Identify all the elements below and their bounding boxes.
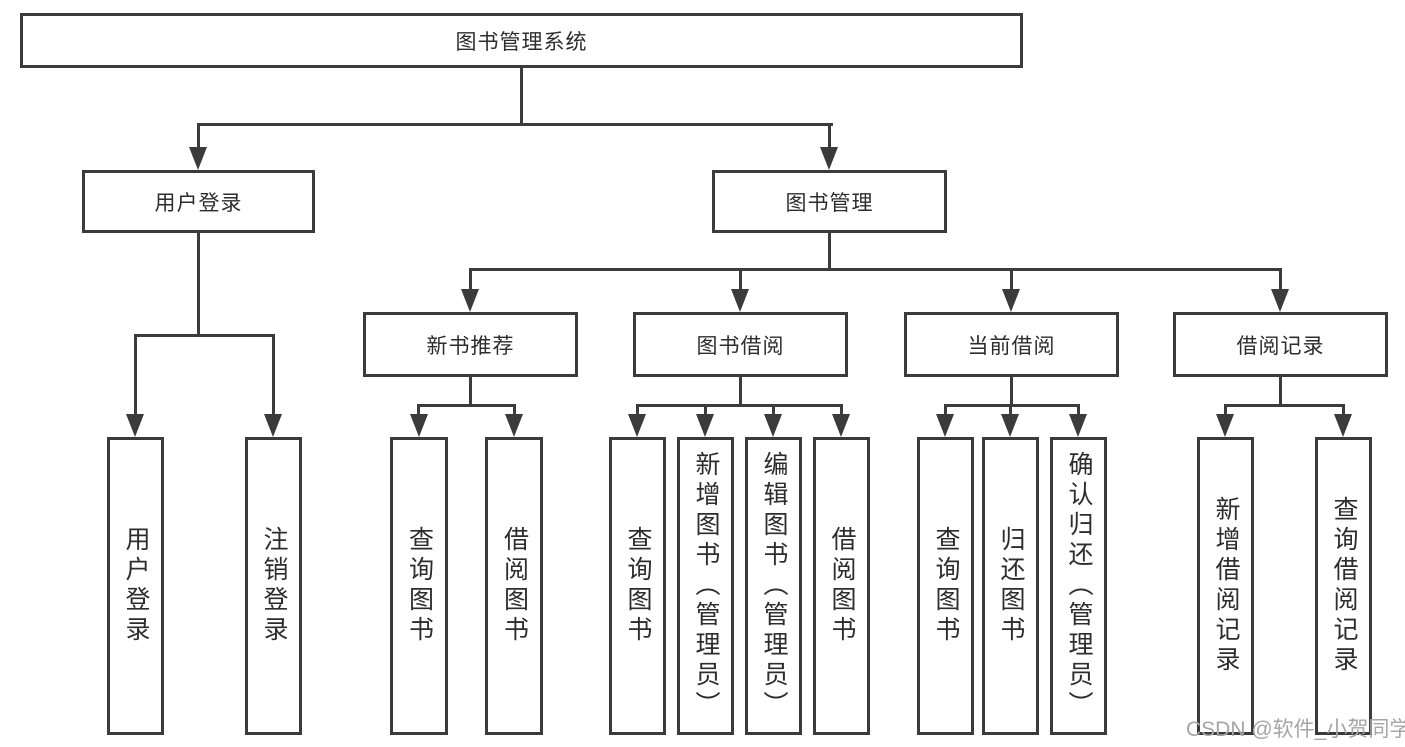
connector-line xyxy=(417,404,516,407)
leaf-borrow-books-recommend: 借阅图书 xyxy=(485,437,543,735)
arrow-down-icon xyxy=(1271,289,1289,312)
connector-line xyxy=(520,68,523,125)
node-user-login: 用户登录 xyxy=(82,170,315,233)
connector-line xyxy=(469,377,472,407)
leaf-query-borrow-record: 查询借阅记录 xyxy=(1315,437,1372,735)
connector-line xyxy=(1010,377,1013,407)
connector-line xyxy=(1224,404,1227,418)
leaf-return-book: 归还图书 xyxy=(982,437,1039,735)
leaf-borrow-books-borrowing: 借阅图书 xyxy=(813,437,870,735)
arrow-down-icon xyxy=(820,147,838,170)
connector-line xyxy=(636,404,843,407)
leaf-add-book-admin: 新增图书（管理员） xyxy=(677,437,734,735)
node-current-borrowing: 当前借阅 xyxy=(904,312,1119,377)
leaf-user-login: 用户登录 xyxy=(107,437,164,735)
connector-line xyxy=(134,334,275,337)
connector-line xyxy=(1342,404,1345,418)
connector-line xyxy=(197,123,200,150)
connector-line xyxy=(469,268,472,291)
connector-line xyxy=(840,404,843,418)
connector-line xyxy=(704,404,707,418)
connector-line xyxy=(636,404,639,418)
leaf-query-books-borrowing: 查询图书 xyxy=(609,437,666,735)
arrow-down-icon xyxy=(832,414,850,437)
leaf-query-books-current: 查询图书 xyxy=(917,437,974,735)
node-book-borrowing: 图书借阅 xyxy=(633,312,848,377)
leaf-add-borrow-record: 新增借阅记录 xyxy=(1197,437,1254,735)
arrow-down-icon xyxy=(461,289,479,312)
arrow-down-icon xyxy=(1069,414,1087,437)
arrow-down-icon xyxy=(1216,414,1234,437)
connector-line xyxy=(513,404,516,418)
connector-line xyxy=(469,268,1282,271)
leaf-edit-book-admin: 编辑图书（管理员） xyxy=(745,437,802,735)
connector-line xyxy=(944,404,947,418)
connector-line xyxy=(1009,404,1012,418)
connector-line xyxy=(1010,268,1013,291)
leaf-query-books-recommend: 查询图书 xyxy=(390,437,448,735)
connector-line xyxy=(1224,404,1345,407)
node-new-book-recommendation: 新书推荐 xyxy=(363,312,578,377)
connector-line xyxy=(828,123,831,150)
node-root: 图书管理系统 xyxy=(20,13,1023,68)
arrow-down-icon xyxy=(1002,289,1020,312)
connector-line xyxy=(828,233,831,271)
arrow-down-icon xyxy=(764,414,782,437)
connector-line xyxy=(1077,404,1080,418)
connector-line xyxy=(944,404,1080,407)
arrow-down-icon xyxy=(731,289,749,312)
arrow-down-icon xyxy=(1001,414,1019,437)
arrow-down-icon xyxy=(628,414,646,437)
arrow-down-icon xyxy=(264,414,282,437)
arrow-down-icon xyxy=(696,414,714,437)
connector-line xyxy=(739,377,742,407)
leaf-logout-login: 注销登录 xyxy=(245,437,302,735)
arrow-down-icon xyxy=(126,414,144,437)
arrow-down-icon xyxy=(505,414,523,437)
csdn-watermark: CSDN @软件_小贺同学 xyxy=(1186,718,1405,741)
connector-line xyxy=(1279,268,1282,291)
arrow-down-icon xyxy=(1334,414,1352,437)
connector-line xyxy=(272,334,275,416)
connector-line xyxy=(134,334,137,416)
connector-line xyxy=(417,404,420,418)
node-book-management: 图书管理 xyxy=(712,170,947,233)
connector-line xyxy=(1279,377,1282,407)
connector-line xyxy=(197,233,200,336)
arrow-down-icon xyxy=(936,414,954,437)
connector-line xyxy=(772,404,775,418)
arrow-down-icon xyxy=(410,414,428,437)
connector-line xyxy=(197,123,833,126)
leaf-confirm-return-admin: 确认归还（管理员） xyxy=(1050,437,1107,735)
node-borrowing-records: 借阅记录 xyxy=(1173,312,1388,377)
arrow-down-icon xyxy=(189,147,207,170)
connector-line xyxy=(739,268,742,291)
